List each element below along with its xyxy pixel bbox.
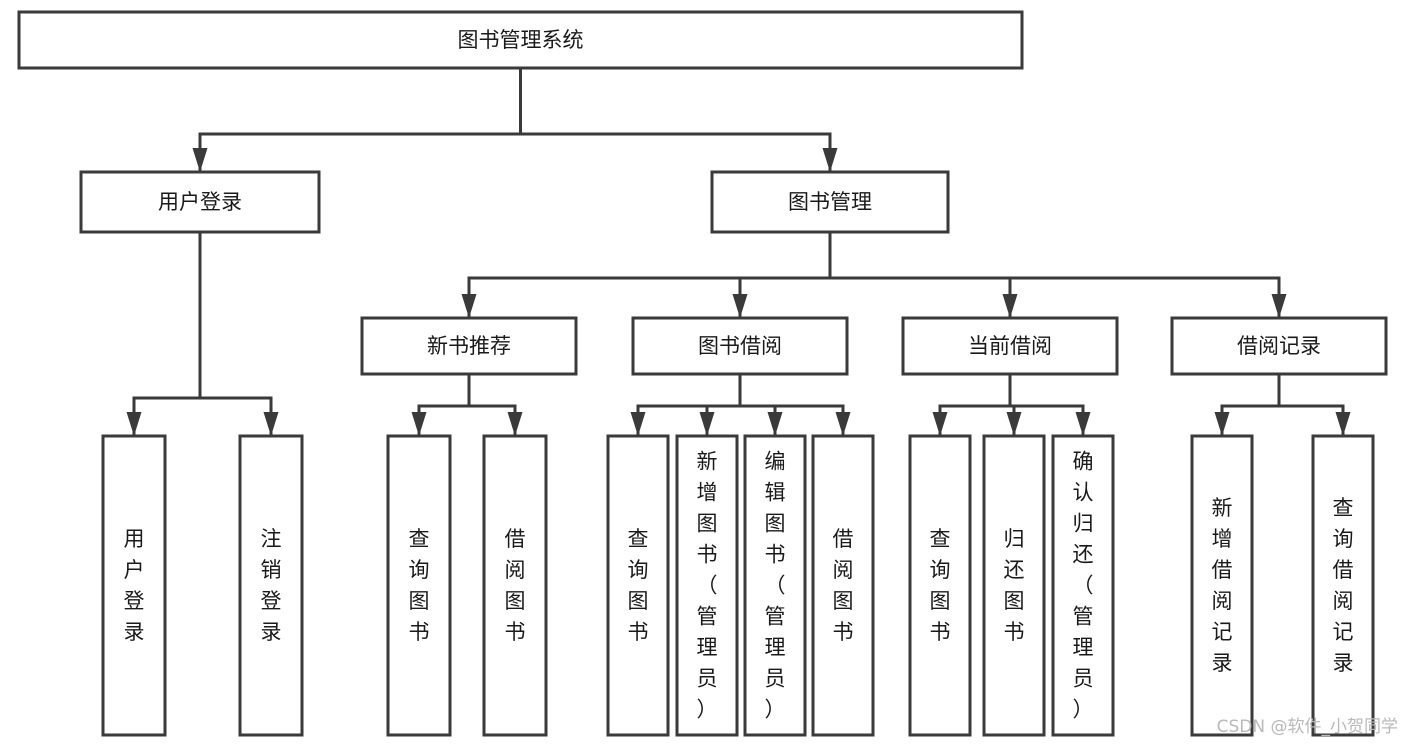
node-label: 确认归还（管理员） <box>1073 450 1094 722</box>
node-box[interactable] <box>710 170 950 234</box>
connector-group-l1_0 <box>126 230 279 438</box>
node-label: 图书借阅 <box>698 334 782 358</box>
node-l2_0[interactable]: 新书推荐 <box>360 316 578 376</box>
arrow-head-icon <box>822 148 838 172</box>
node-label: 查询图书 <box>409 527 430 644</box>
arrow-head-icon <box>507 412 523 436</box>
connector-group-l2_1 <box>630 372 851 438</box>
node-box[interactable] <box>238 434 304 737</box>
node-box[interactable] <box>811 434 875 737</box>
node-leaf_8[interactable]: 查询图书 <box>908 434 972 737</box>
node-box[interactable] <box>79 170 321 234</box>
node-box[interactable] <box>1190 434 1254 737</box>
connector-group-l2_0 <box>411 372 523 438</box>
node-box[interactable] <box>1170 316 1388 376</box>
node-l2_1[interactable]: 图书借阅 <box>631 316 849 376</box>
connector-group-l1_1 <box>461 230 1287 320</box>
arrow-head-icon <box>1271 294 1287 318</box>
node-label: 新增借阅记录 <box>1212 496 1233 675</box>
node-label: 查询图书 <box>628 527 649 644</box>
arrow-head-icon <box>263 412 279 436</box>
arrow-head-icon <box>732 294 748 318</box>
node-label: 当前借阅 <box>968 334 1052 358</box>
node-box[interactable] <box>17 10 1024 70</box>
node-box[interactable] <box>1051 434 1115 737</box>
node-label: 归还图书 <box>1004 527 1025 644</box>
arrow-head-icon <box>1214 412 1230 436</box>
node-leaf_3[interactable]: 借阅图书 <box>482 434 548 737</box>
arrow-head-icon <box>192 148 208 172</box>
node-label: 编辑图书（管理员） <box>765 450 786 722</box>
arrow-head-icon <box>461 294 477 318</box>
node-box[interactable] <box>743 434 807 737</box>
node-label: 查询图书 <box>930 527 951 644</box>
node-leaf_6[interactable]: 编辑图书（管理员） <box>743 434 807 737</box>
node-box[interactable] <box>901 316 1119 376</box>
node-box[interactable] <box>631 316 849 376</box>
node-l2_2[interactable]: 当前借阅 <box>901 316 1119 376</box>
node-box[interactable] <box>675 434 739 737</box>
arrow-head-icon <box>630 412 646 436</box>
node-box[interactable] <box>482 434 548 737</box>
node-leaf_1[interactable]: 注销登录 <box>238 434 304 737</box>
node-l1_1[interactable]: 图书管理 <box>710 170 950 234</box>
connector-layer <box>126 66 1351 438</box>
node-label: 图书管理系统 <box>458 28 584 52</box>
node-box[interactable] <box>982 434 1046 737</box>
node-label: 用户登录 <box>158 190 242 214</box>
node-leaf_4[interactable]: 查询图书 <box>606 434 670 737</box>
connector-group-root <box>192 66 838 174</box>
node-leaf_5[interactable]: 新增图书（管理员） <box>675 434 739 737</box>
arrow-head-icon <box>767 412 783 436</box>
node-root[interactable]: 图书管理系统 <box>17 10 1024 70</box>
node-leaf_10[interactable]: 确认归还（管理员） <box>1051 434 1115 737</box>
node-box[interactable] <box>386 434 452 737</box>
node-leaf_0[interactable]: 用户登录 <box>101 434 167 737</box>
connector-group-l2_2 <box>932 372 1091 438</box>
arrow-head-icon <box>699 412 715 436</box>
node-label: 注销登录 <box>261 527 282 644</box>
node-layer: 图书管理系统用户登录图书管理新书推荐图书借阅当前借阅借阅记录用户登录注销登录查询… <box>17 10 1388 737</box>
node-leaf_7[interactable]: 借阅图书 <box>811 434 875 737</box>
node-label: 新增图书（管理员） <box>697 450 718 722</box>
arrow-head-icon <box>411 412 427 436</box>
node-label: 借阅图书 <box>505 527 526 644</box>
node-label: 图书管理 <box>788 190 872 214</box>
node-leaf_2[interactable]: 查询图书 <box>386 434 452 737</box>
node-box[interactable] <box>606 434 670 737</box>
arrow-head-icon <box>932 412 948 436</box>
node-label: 用户登录 <box>124 527 145 644</box>
arrow-head-icon <box>1006 412 1022 436</box>
csdn-watermark: CSDN @软件_小贺同学 <box>1217 717 1398 737</box>
node-label: 借阅图书 <box>833 527 854 644</box>
arrow-head-icon <box>1075 412 1091 436</box>
node-label: 借阅记录 <box>1237 334 1321 358</box>
node-box[interactable] <box>1311 434 1375 737</box>
node-l1_0[interactable]: 用户登录 <box>79 170 321 234</box>
node-label: 新书推荐 <box>427 334 511 358</box>
node-box[interactable] <box>908 434 972 737</box>
node-leaf_9[interactable]: 归还图书 <box>982 434 1046 737</box>
node-leaf_12[interactable]: 查询借阅记录 <box>1311 434 1375 737</box>
connector-group-l2_3 <box>1214 372 1351 438</box>
node-leaf_11[interactable]: 新增借阅记录 <box>1190 434 1254 737</box>
node-box[interactable] <box>360 316 578 376</box>
arrow-head-icon <box>1335 412 1351 436</box>
node-l2_3[interactable]: 借阅记录 <box>1170 316 1388 376</box>
arrow-head-icon <box>126 412 142 436</box>
node-label: 查询借阅记录 <box>1333 496 1354 675</box>
arrow-head-icon <box>1002 294 1018 318</box>
node-box[interactable] <box>101 434 167 737</box>
arrow-head-icon <box>835 412 851 436</box>
